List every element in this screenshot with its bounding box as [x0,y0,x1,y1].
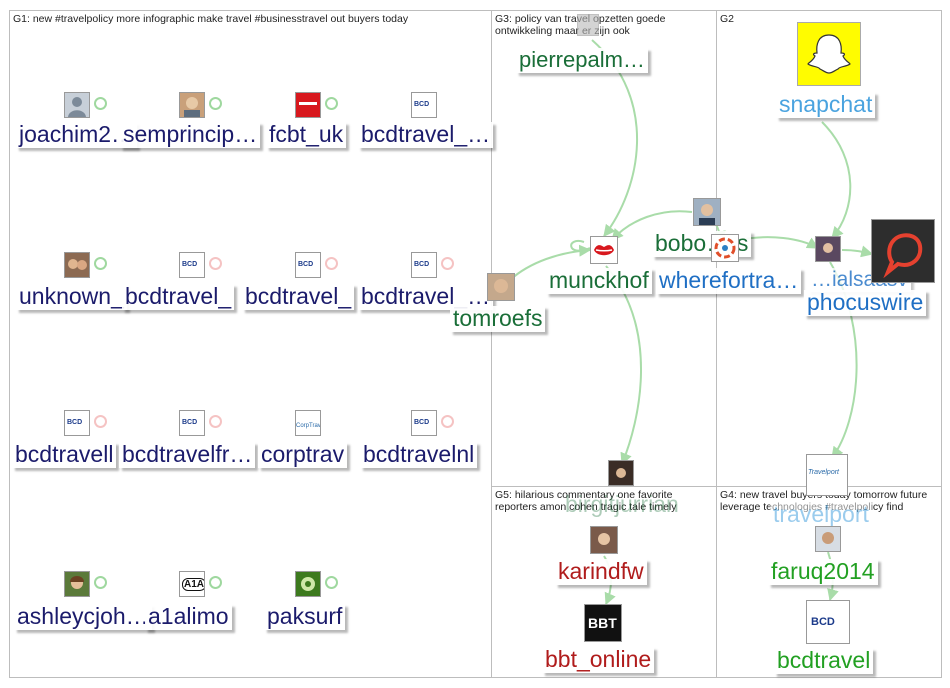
red-lips-icon [590,236,618,264]
woman-photo-icon [64,571,90,597]
wheel-logo-icon [711,234,739,262]
bbt-logo-text: BBT [588,615,617,631]
bcd-logo-text: BCD [182,419,197,426]
edge-socialsaasv-phocuswire [842,250,872,254]
person-photo-icon [179,92,205,118]
bcd-logo-text: BCD [414,419,429,426]
self-loop [441,257,454,270]
node-label: fcbt_uk [266,122,346,148]
bcd-logo-icon: BCD [806,600,850,644]
edge-munckhof-loop [571,241,590,251]
woman-photo-icon [608,460,634,486]
node-label: bcdtravel [774,648,873,674]
node-label: corptrav [258,442,347,468]
self-loop [325,257,338,270]
woman-photo-icon [590,526,618,554]
edge-munckhof-birgitjurrian [606,266,641,464]
corptrav-logo-icon: CorpTrav [295,410,321,436]
node-label: bbt_online [542,647,654,673]
bcd-logo-icon: BCD [179,252,205,278]
bcd-logo-text: BCD [67,419,82,426]
self-loop [209,257,222,270]
node-label: bcdtravelnl [360,442,477,468]
self-loop [325,576,338,589]
node-label: tomroefs [450,306,545,332]
node-label: bcdtravel_… [358,122,493,148]
green-logo-icon [295,571,321,597]
self-loop [94,415,107,428]
bcd-logo-text: BCD [414,101,429,108]
travelport-logo-icon: Travelport [806,454,848,496]
self-loop [94,97,107,110]
speech-logo-icon [871,219,935,283]
node-label: bcdtravel_ [122,284,234,310]
woman-photo-icon [815,236,841,262]
self-loop [209,415,222,428]
node-label: travelport [770,502,872,528]
red-logo-icon [295,92,321,118]
bcd-logo-text: BCD [182,261,197,268]
corptrav-logo-text: CorpTrav [296,423,321,429]
node-label: paksurf [264,604,345,630]
travelport-logo-text: Travelport [808,469,839,476]
bcd-logo-icon: BCD [64,410,90,436]
a1a-logo-text: A1A [182,578,205,591]
node-label: bcdtravell [12,442,116,468]
couple-photo-icon [64,252,90,278]
node-label: karindfw [555,559,647,585]
node-label: faruq2014 [768,559,878,585]
node-label: semprincip… [120,122,260,148]
node-label: a1alimo [145,604,232,630]
self-loop [94,257,107,270]
self-loop [209,97,222,110]
node-label: pierrepalm… [516,48,648,73]
bcd-logo-icon: BCD [295,252,321,278]
man-photo-icon [815,526,841,552]
self-loop [441,415,454,428]
a1a-logo-icon: A1A [179,571,205,597]
ghost-logo-icon [797,22,861,86]
node-label: bcdtravel_ [242,284,354,310]
node-label: ashleycjoh… [14,604,152,630]
man-photo-icon [487,273,515,301]
self-loop [94,576,107,589]
node-label: joachim2… [16,122,137,148]
person-photo-icon [577,14,599,36]
bcd-logo-icon: BCD [411,410,437,436]
bcd-logo-text: BCD [298,261,313,268]
edge-snapchat-socialsaasv [822,122,850,238]
bcd-logo-icon: BCD [411,92,437,118]
bcd-logo-text: BCD [414,261,429,268]
person-silhouette-icon [64,92,90,118]
bcd-logo-icon: BCD [179,410,205,436]
man-photo-icon [693,198,721,226]
node-label: munckhof [546,268,652,294]
bcd-logo-icon: BCD [411,252,437,278]
node-label: bcdtravelfr… [119,442,255,468]
node-label: snapchat [776,92,875,118]
node-label: phocuswire [804,290,926,316]
bcd-logo-text: BCD [811,616,835,628]
bbt-logo-icon: BBT [584,604,622,642]
node-label: unknown_ [16,284,127,310]
node-label: wherefortra… [656,268,801,294]
self-loop [325,97,338,110]
self-loop [209,576,222,589]
node-label: birgitjurrian [562,492,682,518]
